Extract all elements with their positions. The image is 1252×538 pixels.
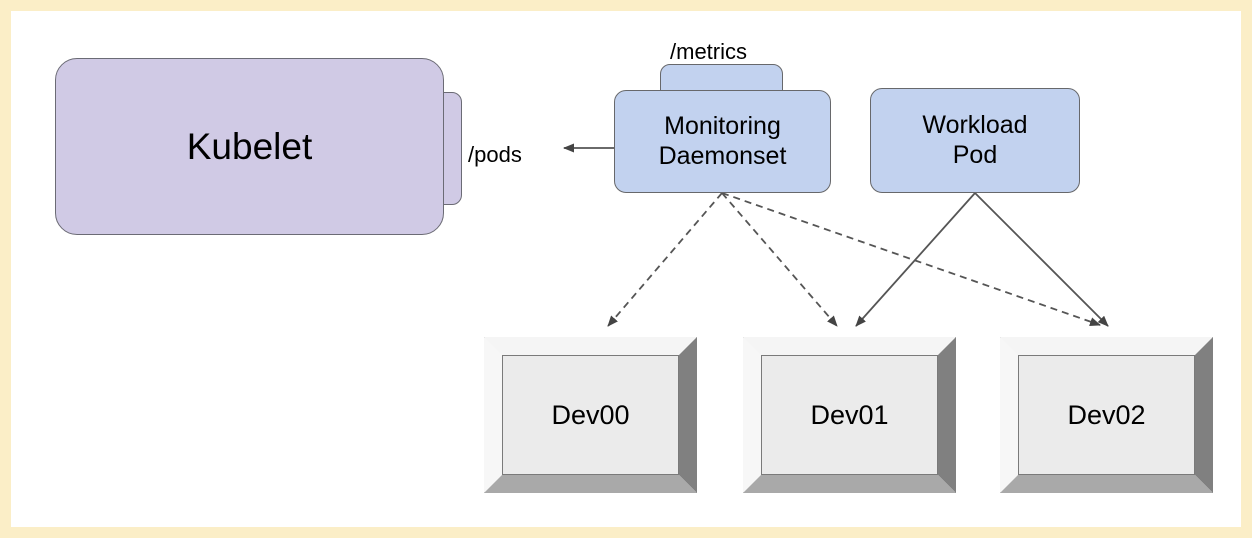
edge-workload-to-dev01 xyxy=(855,192,976,327)
dev00-bevel-bottom xyxy=(484,475,697,493)
edge-daemonset-to-dev00 xyxy=(607,192,723,327)
dev02-label: Dev02 xyxy=(1067,399,1146,430)
node-monitoring-daemonset[interactable]: Monitoring Daemonset xyxy=(614,90,831,193)
edge-daemonset-to-dev02 xyxy=(721,192,1101,326)
dev02-bevel-bottom xyxy=(1000,475,1213,493)
diagram-canvas: Kubelet /pods /metrics Monitoring Daemon… xyxy=(11,11,1241,527)
node-kubelet[interactable]: Kubelet xyxy=(55,58,444,235)
dev00-face: Dev00 xyxy=(502,355,679,475)
dev01-bevel-top xyxy=(743,337,956,355)
node-workload-pod[interactable]: Workload Pod xyxy=(870,88,1080,193)
node-device-dev00[interactable]: Dev00 xyxy=(484,337,697,493)
kubelet-label: Kubelet xyxy=(186,125,313,167)
dev02-bevel-right xyxy=(1195,337,1213,493)
daemonset-label: Monitoring Daemonset xyxy=(658,112,787,170)
dev01-bevel-left xyxy=(743,337,761,493)
dev00-label: Dev00 xyxy=(551,399,630,430)
dev00-bevel-right xyxy=(679,337,697,493)
workload-pod-label: Workload Pod xyxy=(922,111,1028,169)
dev00-bevel-top xyxy=(484,337,697,355)
dev01-face: Dev01 xyxy=(761,355,938,475)
dev02-bevel-left xyxy=(1000,337,1018,493)
edge-workload-to-dev02 xyxy=(974,192,1109,327)
dev01-bevel-bottom xyxy=(743,475,956,493)
edge-daemonset-to-dev01 xyxy=(721,192,838,327)
node-device-dev01[interactable]: Dev01 xyxy=(743,337,956,493)
node-device-dev02[interactable]: Dev02 xyxy=(1000,337,1213,493)
kubelet-port-label-pods: /pods xyxy=(468,142,522,167)
dev00-bevel-left xyxy=(484,337,502,493)
daemonset-port-label-metrics: /metrics xyxy=(670,39,747,64)
dev01-label: Dev01 xyxy=(810,399,889,430)
dev02-face: Dev02 xyxy=(1018,355,1195,475)
dev01-bevel-right xyxy=(938,337,956,493)
dev02-bevel-top xyxy=(1000,337,1213,355)
